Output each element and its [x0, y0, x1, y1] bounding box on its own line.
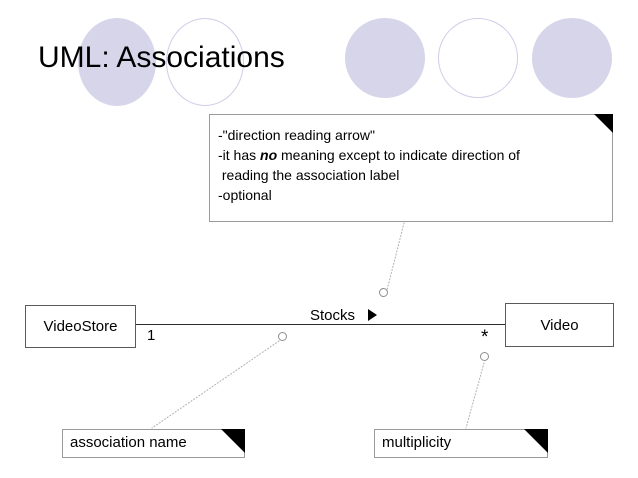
- direction-reading-arrow-icon: [368, 309, 377, 321]
- note-line-1: -"direction reading arrow": [218, 127, 376, 143]
- note-line-2-part-c: meaning except to indicate direction of: [277, 147, 520, 163]
- decor-ellipse-5: [532, 18, 612, 98]
- multiplicity-callout-fold-icon: [524, 429, 548, 453]
- class-box-video-label: Video: [540, 316, 579, 334]
- association-line[interactable]: [136, 324, 505, 325]
- class-box-video[interactable]: Video: [505, 303, 614, 347]
- decor-ellipse-1: [78, 18, 156, 106]
- association-name-callout-fold-icon: [221, 429, 245, 453]
- multiplicity-anchor-dot: [480, 352, 489, 361]
- multiplicity-right-label: *: [481, 327, 489, 348]
- multiplicity-left-label: 1: [147, 327, 156, 344]
- decor-ellipse-2: [166, 18, 244, 106]
- multiplicity-callout-box: [374, 429, 548, 458]
- association-name-anchor-dot: [278, 332, 287, 341]
- association-name-callout-label: association name: [70, 434, 187, 451]
- note-line-3: reading the association label: [218, 167, 400, 183]
- note-emphasis-no: no: [260, 147, 278, 163]
- multiplicity-callout-label: multiplicity: [382, 434, 452, 451]
- note-anchor-dot: [379, 288, 388, 297]
- association-name-text: Stocks: [310, 307, 356, 324]
- class-box-videostore-label: VideoStore: [43, 318, 118, 335]
- note-fold-corner-icon: [594, 114, 613, 133]
- note-line-2: -it has no meaning except to indicate di…: [218, 145, 520, 165]
- note-line-4: -optional: [218, 187, 272, 203]
- page-title: UML: Associations: [38, 41, 285, 74]
- note-line-2-part-a: -it has: [218, 147, 261, 163]
- decor-ellipse-3: [345, 18, 425, 98]
- class-box-videostore[interactable]: VideoStore: [25, 305, 136, 348]
- direction-reading-arrow-note: [209, 114, 613, 222]
- decor-ellipse-4: [438, 18, 518, 98]
